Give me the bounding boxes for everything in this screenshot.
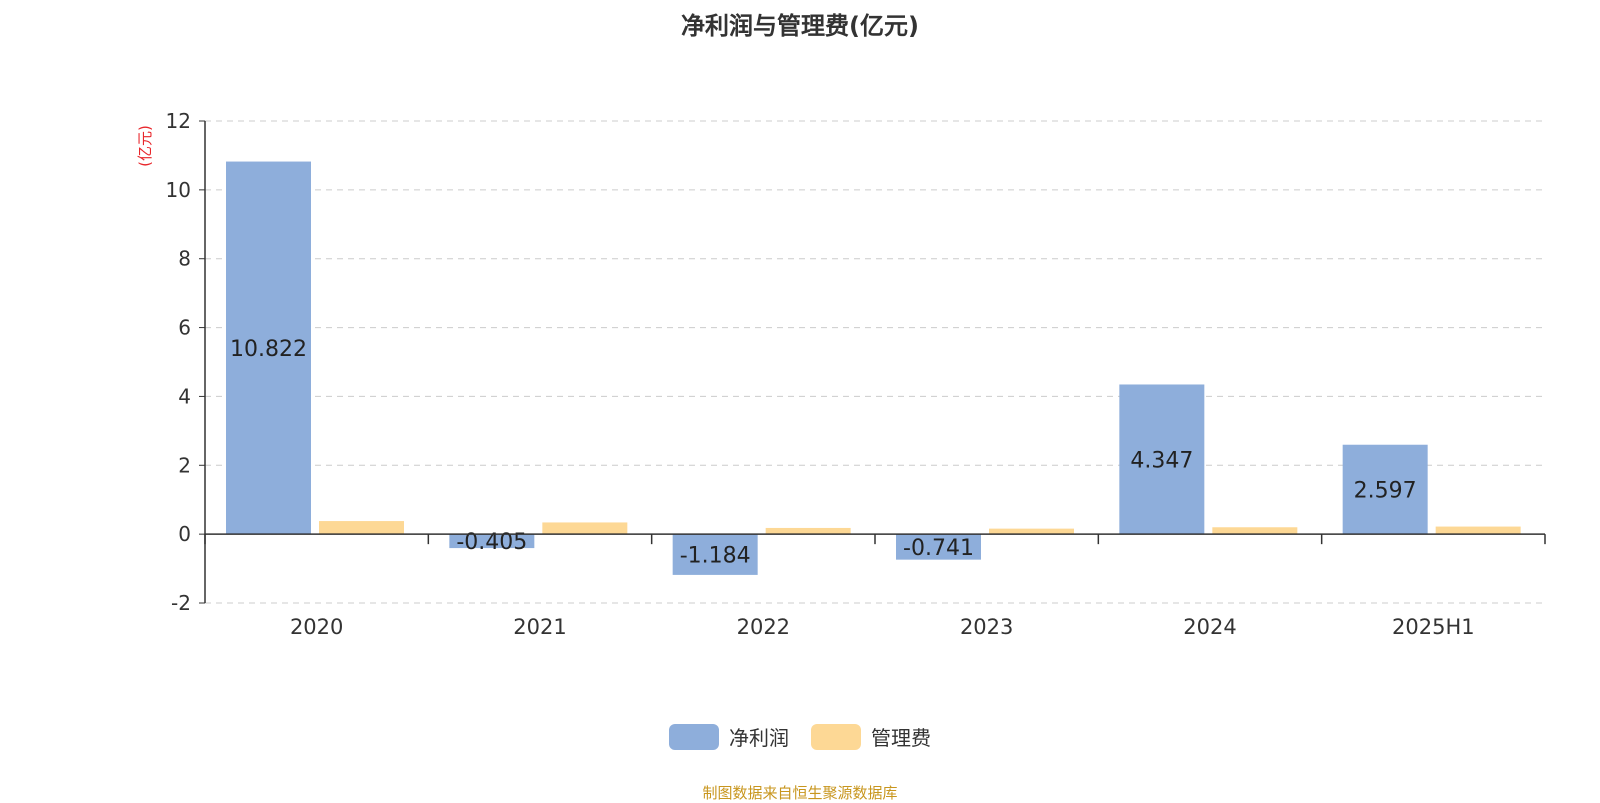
legend-swatch-net-profit bbox=[669, 723, 719, 750]
bar-net-profit bbox=[1119, 384, 1205, 535]
bar-admin-expense bbox=[1212, 527, 1298, 535]
x-tick-label: 2024 bbox=[1183, 615, 1236, 639]
bar-admin-expense bbox=[989, 528, 1074, 535]
y-tick-label: 4 bbox=[178, 384, 191, 408]
y-tick-label: 0 bbox=[178, 522, 191, 546]
y-axis-label: (亿元) bbox=[136, 125, 154, 167]
x-tick-label: 2022 bbox=[737, 615, 790, 639]
y-tick-label: 2 bbox=[178, 453, 191, 477]
chart-title: 净利润与管理费(亿元) bbox=[681, 12, 919, 40]
x-tick-label: 2023 bbox=[960, 615, 1013, 639]
x-tick-label: 2021 bbox=[513, 615, 566, 639]
bar-net-profit bbox=[226, 161, 311, 535]
y-tick-label: 6 bbox=[178, 316, 191, 340]
legend-label-admin-expense: 管理费 bbox=[871, 726, 931, 750]
y-tick-label: 8 bbox=[178, 247, 191, 271]
bar-admin-expense bbox=[1435, 526, 1521, 535]
source-note: 制图数据来自恒生聚源数据库 bbox=[702, 784, 898, 802]
bar-admin-expense bbox=[319, 521, 404, 535]
x-tick-label: 2020 bbox=[290, 615, 343, 639]
legend-item-admin-expense[interactable]: 管理费 bbox=[811, 722, 931, 751]
bar-admin-expense bbox=[542, 522, 628, 535]
bar-net-profit bbox=[449, 534, 535, 549]
y-tick-label: -2 bbox=[171, 591, 191, 615]
legend-item-net-profit[interactable]: 净利润 bbox=[669, 722, 789, 751]
legend-label-net-profit: 净利润 bbox=[729, 726, 789, 750]
data-label-net-profit: -1.184 bbox=[680, 544, 751, 569]
data-label-net-profit: -0.741 bbox=[903, 536, 974, 561]
data-label-net-profit: 2.597 bbox=[1354, 478, 1417, 503]
x-tick-label: 2025H1 bbox=[1392, 615, 1475, 639]
bar-net-profit bbox=[672, 534, 758, 575]
legend: 净利润 管理费 bbox=[0, 722, 1600, 751]
bar-net-profit bbox=[896, 534, 981, 560]
y-tick-label: 12 bbox=[166, 109, 191, 133]
data-label-net-profit: 4.347 bbox=[1130, 448, 1193, 473]
bar-admin-expense bbox=[765, 527, 851, 535]
data-label-net-profit: 10.822 bbox=[230, 337, 307, 362]
y-tick-label: 10 bbox=[166, 178, 191, 202]
bar-net-profit bbox=[1342, 444, 1428, 535]
legend-swatch-admin-expense bbox=[811, 723, 861, 750]
